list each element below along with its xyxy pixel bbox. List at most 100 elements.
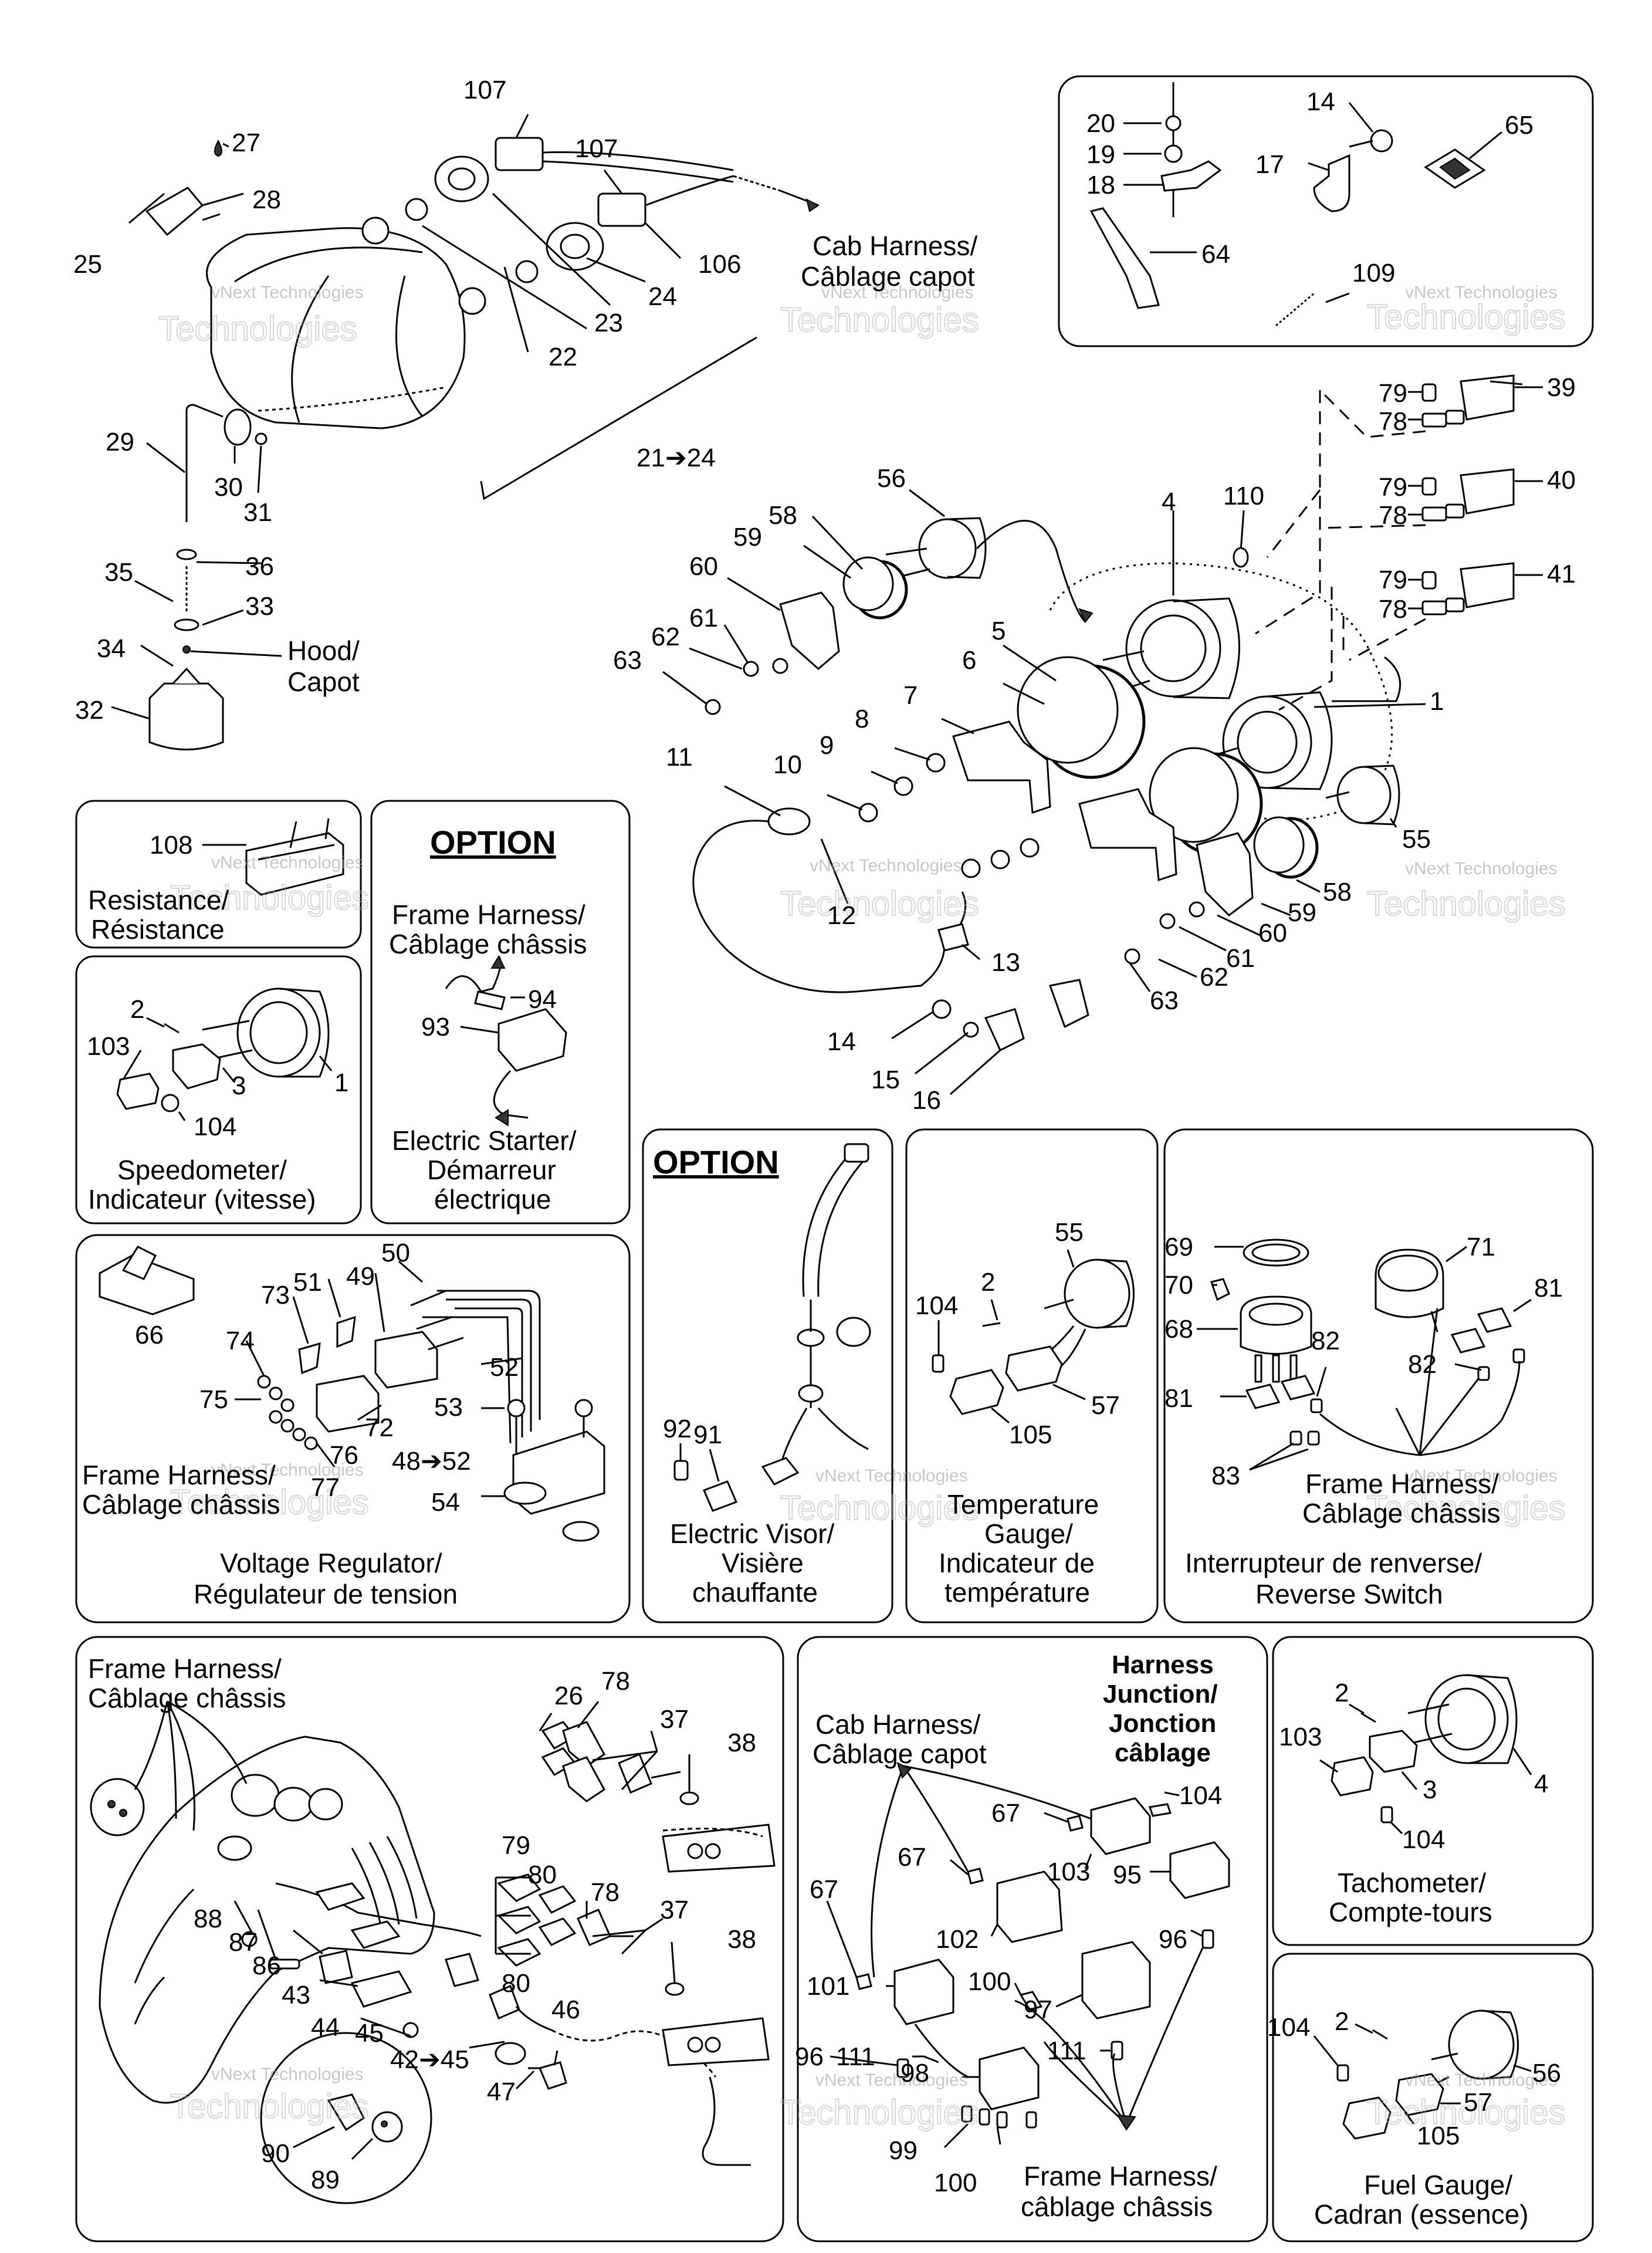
watermark: vNext Technologies: [810, 856, 962, 875]
callout-6: 6: [962, 646, 976, 675]
callout-2: 2: [130, 995, 144, 1024]
switch-connectors: [1233, 374, 1543, 702]
reverse-switch-label: Interrupteur de renverse/: [1185, 1548, 1482, 1578]
box-reverse-switch: [1163, 1128, 1594, 1623]
section-labels: Cab Harness/ Câblage capot Hood/ Capot R…: [82, 231, 1529, 2230]
callout-56: 56: [1532, 2059, 1561, 2088]
watermark: Technologies: [170, 2088, 369, 2126]
fuel-gauge-label: Cadran (essence): [1314, 2199, 1529, 2230]
callout-59: 59: [733, 523, 762, 552]
callout-79: 79: [1379, 473, 1407, 502]
box-fuel-gauge: [1272, 1953, 1594, 2242]
callout-66: 66: [135, 1321, 164, 1349]
callout-83: 83: [1211, 1462, 1240, 1490]
frame-harness-label: Frame Harness/: [1024, 2161, 1217, 2191]
callout-3: 3: [1423, 1775, 1437, 1804]
callout-22: 22: [549, 343, 577, 371]
box-fasteners: [1058, 75, 1594, 347]
instrument-cluster: [662, 390, 1426, 1095]
callout-34: 34: [97, 634, 126, 663]
watermark: Technologies: [170, 1483, 369, 1521]
callout-44: 44: [311, 2013, 340, 2042]
callout-1: 1: [334, 1068, 348, 1097]
callout-72: 72: [365, 1413, 394, 1442]
voltage-regulator-label: Voltage Regulator/: [220, 1548, 442, 1578]
resistance-label: Resistance/: [88, 885, 229, 915]
hood-label: Capot: [287, 667, 360, 697]
temperature-gauge-label: Temperature: [947, 1489, 1099, 1520]
callout-39: 39: [1547, 373, 1576, 402]
callout-104: 104: [1179, 1781, 1222, 1810]
callout-27: 27: [232, 128, 260, 157]
callout-56: 56: [877, 464, 906, 493]
tachometer-label: Compte-tours: [1329, 1897, 1492, 1927]
callout-20: 20: [1086, 109, 1115, 138]
watermark: vNext Technologies: [211, 283, 364, 302]
callout-12: 12: [827, 901, 856, 930]
callout-31: 31: [243, 498, 272, 527]
callout-38: 38: [727, 1728, 756, 1757]
callout-58: 58: [1323, 878, 1352, 906]
callout-55: 55: [1055, 1218, 1084, 1247]
tachometer-part: [1319, 1674, 1532, 1835]
callout-50: 50: [381, 1239, 410, 1267]
callout-43: 43: [282, 1981, 310, 2010]
callout-67: 67: [810, 1875, 838, 1904]
resistance-label: Résistance: [91, 914, 225, 945]
watermark: vNext Technologies: [815, 2071, 968, 2090]
callout-37: 37: [660, 1705, 689, 1734]
callout-29: 29: [106, 428, 134, 456]
callout-15: 15: [871, 1065, 900, 1094]
callout-40: 40: [1547, 466, 1576, 495]
callout-28: 28: [252, 185, 281, 214]
callout-46: 46: [551, 1995, 580, 2024]
temperature-gauge-label: Gauge/: [984, 1518, 1073, 1549]
callout-57: 57: [1464, 2088, 1492, 2117]
frame-harness-label: Frame Harness/: [1305, 1469, 1499, 1499]
callout-2: 2: [1335, 1679, 1349, 1707]
callout-61: 61: [689, 604, 718, 632]
callout-103: 103: [1047, 1858, 1090, 1886]
frame-harness-label: Câblage châssis: [1302, 1498, 1501, 1528]
callout-82: 82: [1408, 1350, 1437, 1379]
callout-96: 96: [795, 2042, 824, 2071]
option-label: OPTION: [430, 824, 556, 861]
callout-86: 86: [252, 1951, 281, 1980]
frame-harness-label: câblage châssis: [1021, 2191, 1213, 2222]
callout-94: 94: [528, 985, 557, 1014]
option-starter-part: [445, 955, 567, 1126]
cab-harness-label: Cab Harness/: [813, 231, 977, 261]
watermark: Technologies: [780, 301, 979, 339]
callout-52: 52: [490, 1353, 519, 1382]
callout-74: 74: [226, 1327, 255, 1355]
frame-harness-label: Frame Harness/: [88, 1653, 282, 1684]
callout-71: 71: [1467, 1233, 1495, 1261]
section-boxes: [75, 75, 1594, 2242]
callout-19: 19: [1086, 140, 1115, 169]
callout-49: 49: [346, 1262, 375, 1291]
callout-107: 107: [463, 76, 506, 104]
callout-104: 104: [194, 1112, 236, 1141]
callout-69: 69: [1164, 1233, 1193, 1261]
callout-92: 92: [663, 1415, 692, 1443]
frame-harness-label: Câblage châssis: [82, 1489, 280, 1520]
callout-2: 2: [981, 1268, 995, 1297]
callout-3: 3: [232, 1071, 246, 1100]
box-speedometer: [75, 955, 362, 1224]
speedometer-part: [116, 987, 333, 1121]
callout-2: 2: [1335, 2007, 1349, 2036]
callout-103: 103: [1279, 1723, 1322, 1751]
fasteners-assembly: [1089, 82, 1502, 327]
callout-21-24: 21➔24: [637, 444, 716, 472]
callout-79: 79: [1379, 566, 1407, 594]
callout-53: 53: [434, 1393, 463, 1422]
callout-5: 5: [991, 617, 1006, 645]
callout-9: 9: [820, 731, 834, 760]
callout-67: 67: [991, 1799, 1020, 1828]
cab-harness-label: Cab Harness/: [815, 1709, 980, 1740]
electric-visor-label: chauffante: [692, 1577, 818, 1608]
callout-8: 8: [855, 705, 869, 733]
callout-108: 108: [150, 831, 192, 860]
callout-111: 111: [836, 2042, 875, 2071]
